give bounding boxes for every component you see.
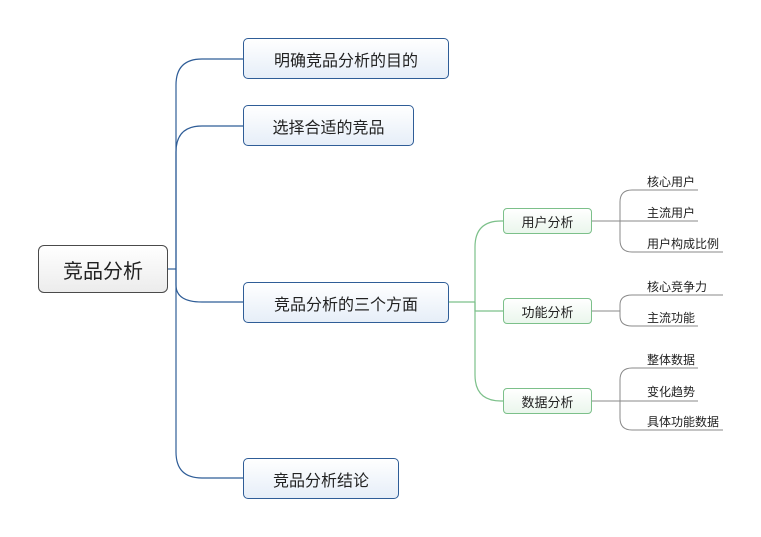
root-node[interactable]: 竞品分析 [38, 245, 168, 293]
leaf-mainstream-users[interactable]: 主流用户 [647, 206, 696, 220]
leaf-trend[interactable]: 变化趋势 [647, 385, 696, 399]
leaf-mainstream-features[interactable]: 主流功能 [647, 311, 696, 325]
leaf-user-composition[interactable]: 用户构成比例 [647, 237, 720, 251]
aspect-node-data[interactable]: 数据分析 [503, 388, 592, 414]
branch-node-conclusion[interactable]: 竞品分析结论 [243, 458, 399, 499]
leaf-feature-data[interactable]: 具体功能数据 [647, 415, 720, 429]
leaf-overall-data[interactable]: 整体数据 [647, 353, 696, 367]
branch-node-purpose[interactable]: 明确竞品分析的目的 [243, 38, 449, 79]
aspect-node-user[interactable]: 用户分析 [503, 208, 592, 234]
branch-node-select[interactable]: 选择合适的竞品 [243, 105, 414, 146]
leaf-core-competitiveness[interactable]: 核心竞争力 [647, 280, 708, 294]
branch-node-three-aspects[interactable]: 竞品分析的三个方面 [243, 282, 449, 323]
aspect-node-function[interactable]: 功能分析 [503, 298, 592, 324]
leaf-core-users[interactable]: 核心用户 [647, 175, 696, 189]
